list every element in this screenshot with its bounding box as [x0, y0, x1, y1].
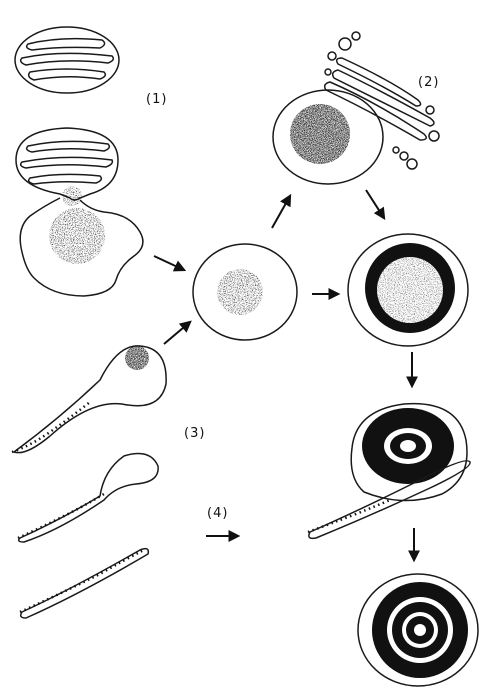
flagellum-free	[20, 549, 148, 618]
label-3: (3)	[184, 426, 205, 441]
vacuole-center	[193, 244, 297, 340]
vacuole-concentric-1	[308, 404, 470, 539]
vacuole-top	[273, 90, 383, 184]
arrow-to-center	[154, 256, 184, 270]
label-2: (2)	[418, 75, 439, 90]
mitochondrion-fusing	[16, 128, 143, 296]
arrow-top-to-right	[366, 190, 384, 218]
flagellated-cell-2	[18, 454, 158, 542]
arrows	[154, 190, 414, 560]
vacuole-concentric-2	[358, 574, 478, 686]
flagellated-cell-1	[12, 346, 166, 453]
label-4: (4)	[207, 506, 228, 521]
arrow-to-top-vacuole	[272, 196, 290, 228]
arrow-from-cell1	[164, 322, 190, 344]
mitochondrion-top	[15, 27, 119, 93]
vacuole-right	[348, 234, 468, 346]
label-1: (1)	[146, 92, 167, 107]
